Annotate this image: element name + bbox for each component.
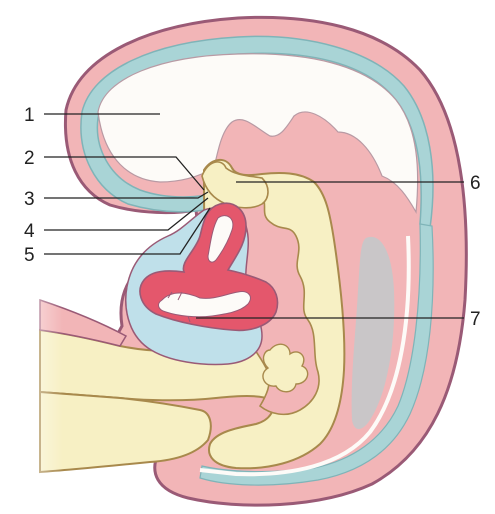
label-7: 7 bbox=[470, 309, 481, 330]
label-6: 6 bbox=[470, 173, 481, 194]
label-5: 5 bbox=[24, 245, 35, 266]
label-1: 1 bbox=[24, 105, 35, 126]
label-2: 2 bbox=[24, 148, 35, 169]
label-4: 4 bbox=[24, 221, 35, 242]
label-3: 3 bbox=[24, 189, 35, 210]
left-fade-overlay bbox=[0, 290, 140, 490]
